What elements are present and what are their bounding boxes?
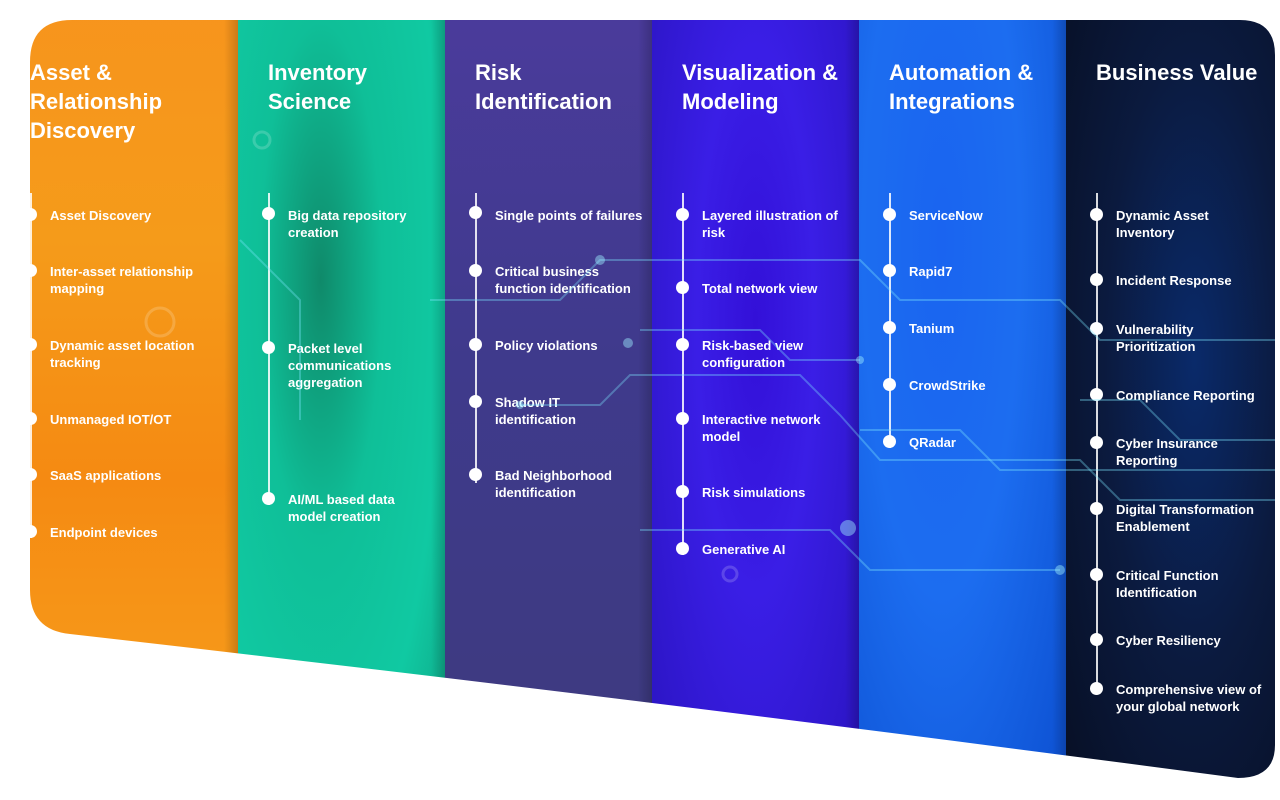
bullet-dot: [262, 207, 275, 220]
list-item: CrowdStrike: [909, 378, 986, 393]
list-item: Big data repository creation: [288, 208, 407, 240]
bullet-dot: [676, 412, 689, 425]
column-inventory-science: Inventory Science Big data repository cr…: [238, 0, 445, 800]
list-item: Incident Response: [1116, 273, 1232, 288]
list-item: AI/ML based data model creation: [288, 492, 395, 524]
list-item: Unmanaged IOT/OT: [50, 412, 172, 427]
list-item: Single points of failures: [495, 208, 643, 223]
bullet-dot: [676, 281, 689, 294]
column-title: Visualization & Modeling: [682, 60, 839, 114]
bullet-dot: [1090, 388, 1103, 401]
column-shade: [224, 0, 238, 800]
list-item: Cyber Resiliency: [1116, 633, 1221, 648]
list-item: QRadar: [909, 435, 956, 450]
list-item: Asset Discovery: [50, 208, 152, 223]
column-asset-discovery: Asset & Relationship Discovery Asset Dis…: [0, 0, 238, 800]
column-shade: [1052, 0, 1066, 800]
list-item: Dynamic Asset Inventory: [1116, 208, 1209, 240]
bullet-dot: [24, 412, 37, 425]
list-item: Tanium: [909, 321, 955, 336]
list-item: SaaS applications: [50, 468, 162, 483]
column-title: Business Value: [1096, 60, 1258, 85]
list-item: Comprehensive view of your global networ…: [1116, 682, 1262, 714]
column-shade: [845, 0, 859, 800]
bullet-dot: [24, 208, 37, 221]
list-item: Dynamic asset location tracking: [50, 338, 195, 370]
timeline-line: [889, 193, 891, 448]
list-item: Risk simulations: [702, 485, 806, 500]
bullet-dot: [676, 338, 689, 351]
bullet-dot: [24, 264, 37, 277]
list-item: Digital Transformation Enablement: [1116, 502, 1254, 534]
list-item: Interactive network model: [702, 412, 821, 444]
bullet-dot: [883, 378, 896, 391]
list-item: Critical business function identificatio…: [495, 264, 631, 296]
bullet-dot: [1090, 273, 1103, 286]
bullet-dot: [469, 206, 482, 219]
column-title: Risk Identification: [475, 60, 612, 114]
list-item: Rapid7: [909, 264, 953, 279]
timeline-line: [30, 193, 32, 538]
bullet-dot: [676, 208, 689, 221]
list-item: Bad Neighborhood identification: [495, 468, 612, 500]
list-item: ServiceNow: [909, 208, 983, 223]
list-item: Shadow IT identification: [495, 395, 576, 427]
column-shade: [638, 0, 652, 800]
column-risk-identification: Risk Identification Single points of fai…: [445, 0, 652, 800]
bullet-dot: [883, 208, 896, 221]
column-automation-integrations: Automation & Integrations ServiceNow Rap…: [859, 0, 1066, 800]
bullet-dot: [883, 264, 896, 277]
bullet-dot: [24, 525, 37, 538]
bullet-dot: [1090, 633, 1103, 646]
column-title: Inventory Science: [268, 60, 368, 114]
bullet-dot: [1090, 682, 1103, 695]
column-title: Automation & Integrations: [889, 60, 1034, 114]
bullet-dot: [469, 395, 482, 408]
bullet-dot: [1090, 322, 1103, 335]
bullet-dot: [883, 321, 896, 334]
bullet-dot: [24, 468, 37, 481]
list-item: Inter-asset relationship mapping: [50, 264, 194, 296]
list-item: Risk-based view configuration: [702, 338, 804, 370]
column-visualization-modeling: Visualization & Modeling Layered illustr…: [652, 0, 859, 800]
bullet-dot: [1090, 568, 1103, 581]
bullet-dot: [1090, 208, 1103, 221]
bullet-dot: [469, 338, 482, 351]
column-title: Asset & Relationship Discovery: [30, 60, 163, 143]
list-item: Total network view: [702, 281, 818, 296]
bullet-dot: [676, 542, 689, 555]
bullet-dot: [1090, 436, 1103, 449]
bullet-dot: [24, 338, 37, 351]
list-item: Generative AI: [702, 542, 786, 557]
bullet-dot: [469, 468, 482, 481]
timeline-line: [682, 193, 684, 555]
list-item: Vulnerability Prioritization: [1116, 322, 1196, 354]
list-item: Compliance Reporting: [1116, 388, 1255, 403]
bullet-dot: [262, 492, 275, 505]
list-item: Cyber Insurance Reporting: [1116, 436, 1218, 468]
list-item: Packet level communications aggregation: [288, 341, 392, 390]
bullet-dot: [469, 264, 482, 277]
list-item: Endpoint devices: [50, 525, 158, 540]
bullet-dot: [676, 485, 689, 498]
column-shade: [431, 0, 445, 800]
bullet-dot: [1090, 502, 1103, 515]
list-item: Critical Function Identification: [1116, 568, 1219, 600]
column-business-value: Business Value Dynamic Asset Inventory I…: [1066, 0, 1280, 800]
list-item: Policy violations: [495, 338, 598, 353]
bullet-dot: [883, 435, 896, 448]
list-item: Layered illustration of risk: [702, 208, 838, 240]
bullet-dot: [262, 341, 275, 354]
